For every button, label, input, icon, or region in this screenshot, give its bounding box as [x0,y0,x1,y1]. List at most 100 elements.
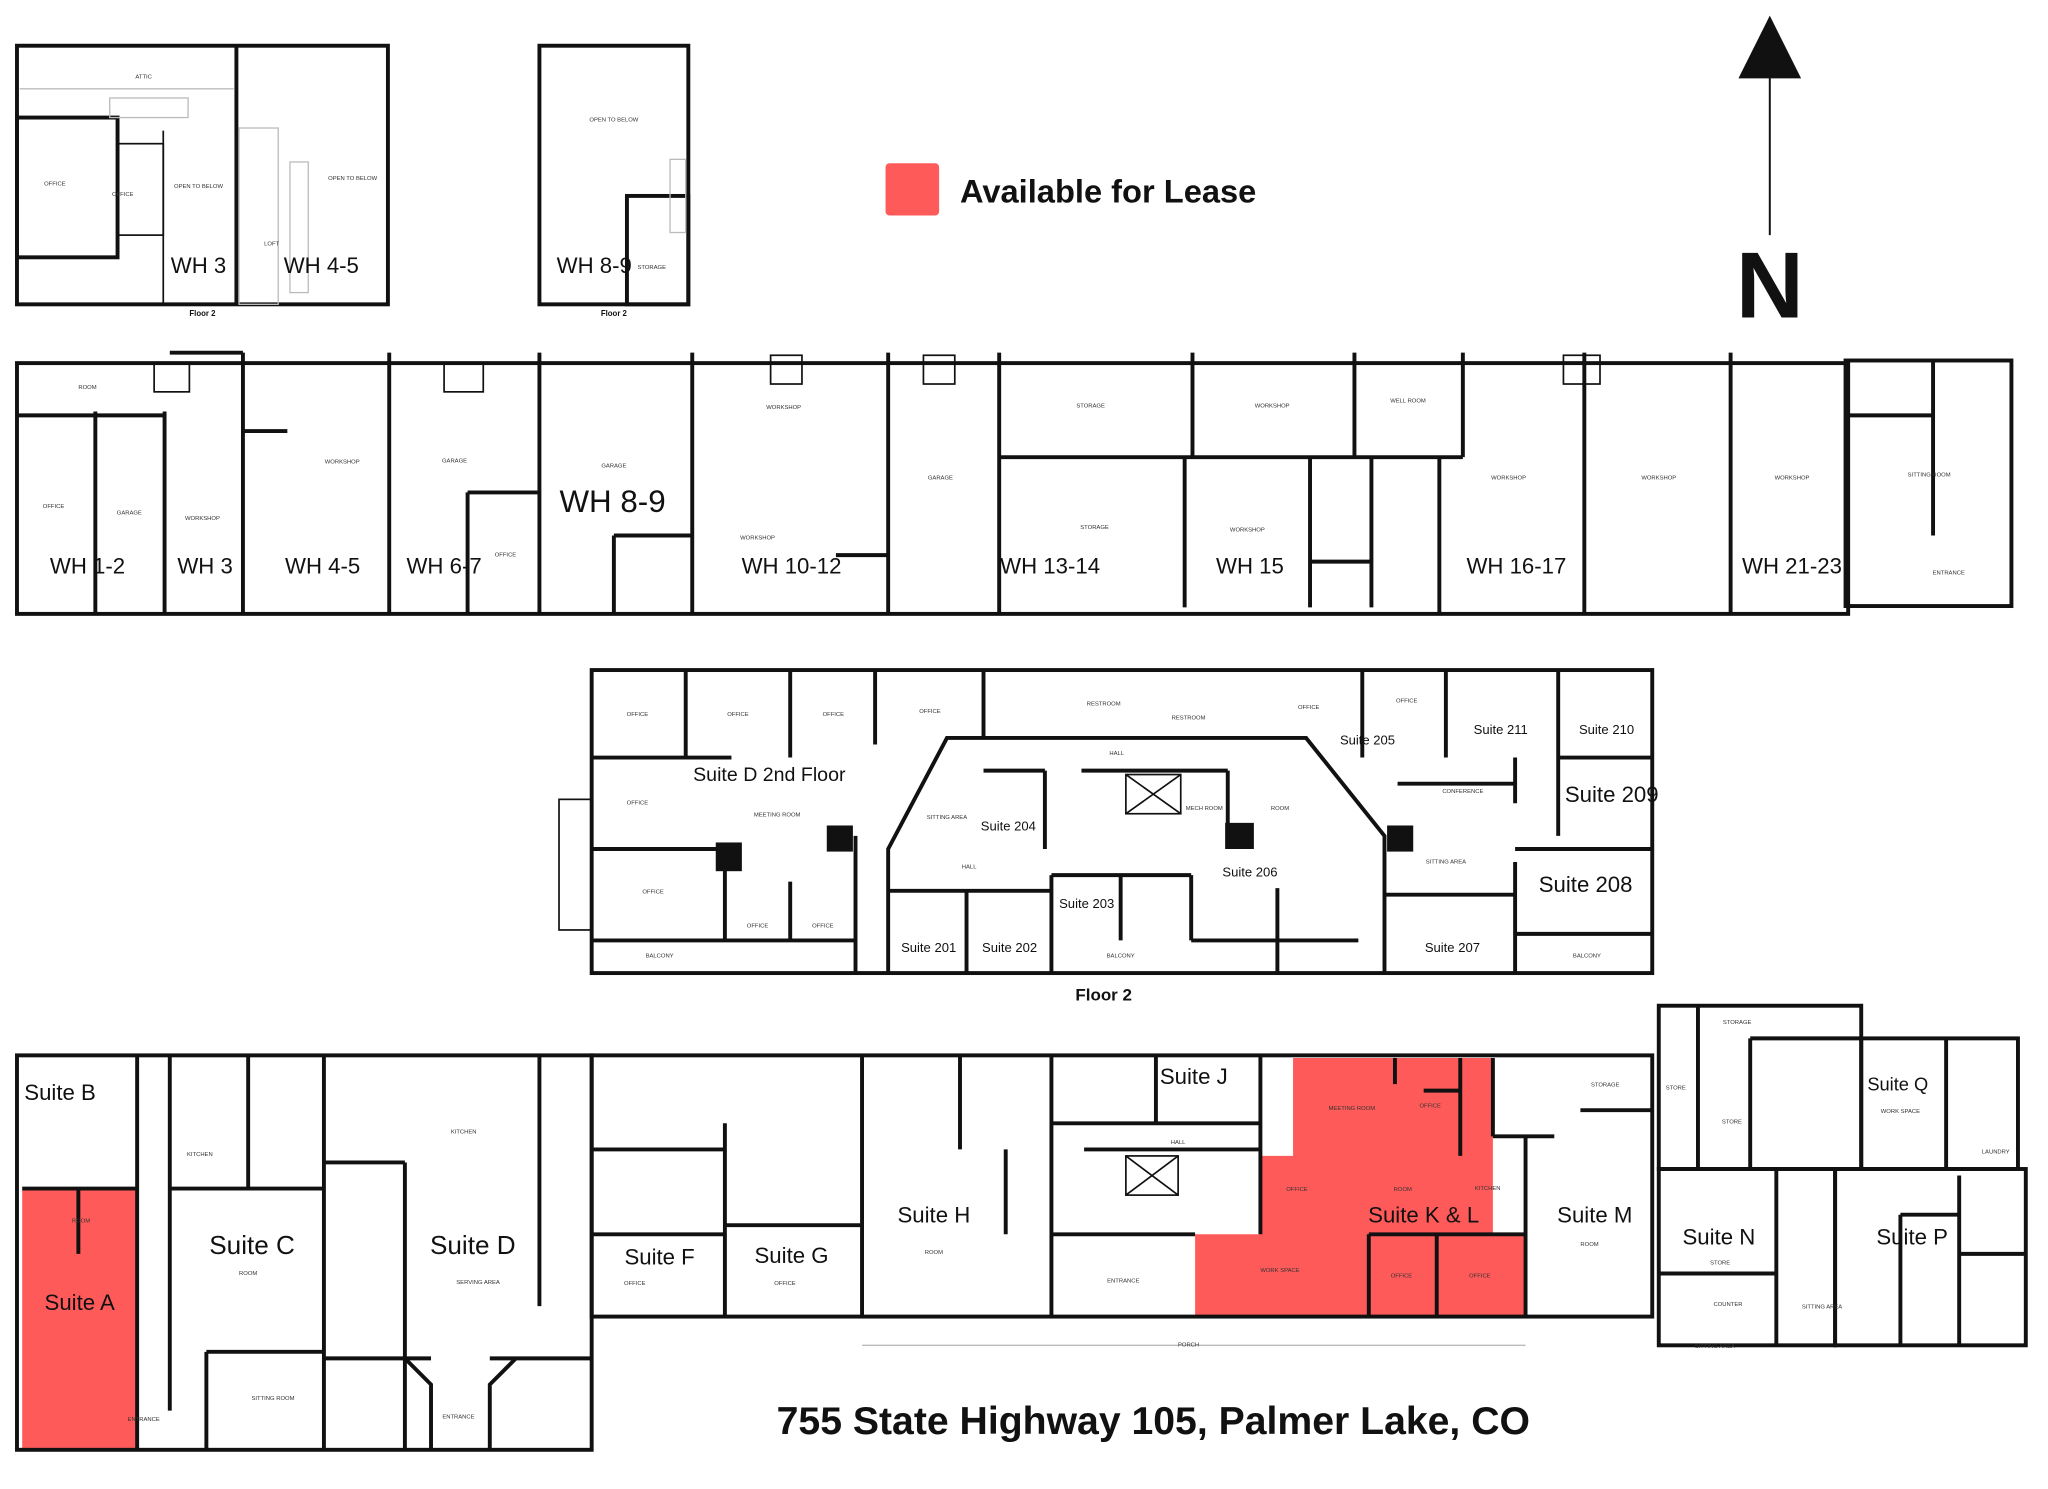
svg-text:SITTING ROOM: SITTING ROOM [1908,473,1951,479]
suite-label: Suite G [755,1243,829,1268]
floor-caption: Floor 2 [601,309,628,318]
warehouse-label: WH 4-5 [285,553,360,578]
warehouse-label: WH 6-7 [406,553,481,578]
legend-label: Available for Lease [960,172,1256,209]
svg-text:ENTRANCE: ENTRANCE [1933,571,1965,577]
svg-text:SERVING AREA: SERVING AREA [456,1280,500,1286]
svg-text:OFFICE: OFFICE [1469,1273,1491,1279]
svg-text:WORKSHOP: WORKSHOP [766,405,801,411]
room-label: OFFICE [44,181,66,187]
warehouse-label: WH 15 [1216,553,1284,578]
svg-text:ROOM: ROOM [72,1219,90,1225]
upper-plan-wh89: OPEN TO BELOW STORAGE WH 8-9 Floor 2 [537,43,691,318]
svg-text:STORE: STORE [1666,1085,1686,1091]
svg-text:ENTRANCE: ENTRANCE [128,1417,160,1423]
suite-label-available: Suite K & L [1368,1203,1479,1228]
warehouse-label: WH 8-9 [559,484,665,519]
svg-text:WORKSHOP: WORKSHOP [1641,475,1676,481]
svg-text:LAUNDRY: LAUNDRY [1982,1149,2010,1155]
svg-text:WORKSHOP: WORKSHOP [325,460,360,466]
svg-text:COUNTER: COUNTER [1714,1302,1743,1308]
svg-text:ENTRANCE: ENTRANCE [442,1414,474,1420]
room-label: OPEN TO BELOW [328,176,377,182]
room-label: LOFT [264,242,279,248]
svg-text:GARAGE: GARAGE [117,511,142,517]
suite-label: Suite Q [1867,1074,1928,1095]
svg-text:SITTING AREA: SITTING AREA [927,815,967,821]
svg-text:MECH ROOM: MECH ROOM [1186,806,1223,812]
svg-text:OFFICE: OFFICE [627,801,649,807]
svg-text:CONFERENCE: CONFERENCE [1442,789,1483,795]
suite-label: Suite B [24,1080,96,1105]
warehouse-label: WH 10-12 [742,553,842,578]
warehouse-label: WH 1-2 [50,553,125,578]
suite-label: Suite 211 [1474,722,1528,737]
svg-text:RESTROOM: RESTROOM [1087,701,1121,707]
svg-text:BALCONY: BALCONY [1107,953,1135,959]
room-label: OPEN TO BELOW [589,117,638,123]
svg-text:SITTING AREA: SITTING AREA [1802,1305,1842,1311]
svg-text:OFFICE: OFFICE [495,552,517,558]
svg-text:STORE: STORE [1722,1119,1742,1125]
warehouse-label: WH 13-14 [1000,553,1100,578]
svg-text:OFFICE: OFFICE [642,889,664,895]
svg-text:OFFICE: OFFICE [823,712,845,718]
suite-label: Suite 210 [1579,722,1634,737]
svg-text:OFFICE: OFFICE [627,712,649,718]
svg-text:WORKSHOP: WORKSHOP [1255,404,1290,410]
svg-text:WELL ROOM: WELL ROOM [1390,398,1426,404]
svg-text:OFFICE: OFFICE [919,709,941,715]
suite-label: Suite F [624,1244,694,1269]
floor-caption: Floor 2 [189,309,216,318]
suite-label: Suite P [1876,1225,1948,1250]
svg-text:BALCONY: BALCONY [646,953,674,959]
svg-text:OFFICE: OFFICE [812,923,834,929]
svg-text:ROOM: ROOM [1271,806,1289,812]
svg-text:ROOM: ROOM [1580,1242,1598,1248]
floor2-plan: OFFICE OFFICE OFFICE OFFICE RESTROOM RESTROO… [558,668,1659,1004]
suite-label: Suite D 2nd Floor [693,764,846,786]
room-label: OFFICE [112,192,134,198]
svg-text:RESTROOM: RESTROOM [1172,716,1206,722]
svg-text:MEETING ROOM: MEETING ROOM [1329,1106,1376,1112]
svg-text:WORKSHOP: WORKSHOP [1230,528,1265,534]
legend: Available for Lease [885,163,1256,216]
svg-text:OFFICE: OFFICE [1286,1187,1308,1193]
svg-text:KITCHEN: KITCHEN [1475,1186,1501,1192]
upper-plan-wh3-wh45: ATTIC OFFICE OFFICE OPEN TO BELOW LOFT O… [15,43,390,318]
suite-label: Suite 206 [1222,864,1277,879]
warehouse-label: WH 21-23 [1742,553,1842,578]
suite-label: Suite N [1682,1225,1755,1250]
svg-text:WORKSHOP: WORKSHOP [740,535,775,541]
svg-text:OFFICE: OFFICE [1298,705,1320,711]
suite-label: Suite M [1557,1203,1632,1228]
warehouse-label: WH 8-9 [557,253,632,278]
svg-text:WORK SPACE: WORK SPACE [1260,1268,1299,1274]
warehouse-label: WH 3 [177,553,232,578]
svg-text:GARAGE: GARAGE [601,464,626,470]
svg-text:WORKSHOP: WORKSHOP [185,516,220,522]
svg-text:STORAGE: STORAGE [1591,1083,1620,1089]
svg-text:STORAGE: STORAGE [1080,525,1109,531]
suite-label: Suite 202 [982,940,1037,955]
svg-text:GARAGE: GARAGE [928,475,953,481]
suite-label: Suite J [1160,1064,1228,1089]
svg-text:OFFICE: OFFICE [43,504,65,510]
svg-text:MEETING ROOM: MEETING ROOM [754,812,801,818]
suite-label: Suite 204 [981,819,1036,834]
svg-text:OFFICE: OFFICE [727,712,749,718]
address-caption: 755 State Highway 105, Palmer Lake, CO [777,1400,1530,1443]
porch-label: PORCH [1178,1343,1199,1349]
north-label: N [1736,232,1804,337]
svg-text:HALL: HALL [1109,751,1124,757]
svg-text:ROOM: ROOM [239,1271,257,1277]
svg-text:ROOM: ROOM [925,1250,943,1256]
svg-text:ROOM: ROOM [78,385,96,391]
floor-caption: Floor 2 [1075,985,1132,1004]
svg-text:WORKSHOP: WORKSHOP [1775,475,1810,481]
svg-text:SITTING AREA: SITTING AREA [1426,859,1466,865]
suite-label: Suite C [209,1230,295,1260]
